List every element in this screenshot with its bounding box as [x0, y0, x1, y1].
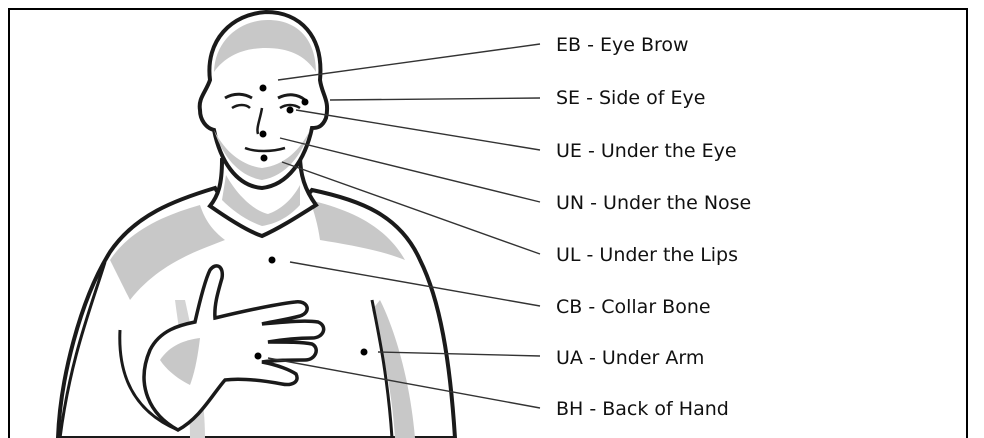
label-side-of-eye: SE - Side of Eye [556, 87, 705, 109]
label-under-arm: UA - Under Arm [556, 347, 704, 369]
label-under-the-eye: UE - Under the Eye [556, 140, 737, 162]
label-eye-brow: EB - Eye Brow [556, 34, 689, 56]
label-under-the-nose: UN - Under the Nose [556, 192, 751, 214]
label-collar-bone: CB - Collar Bone [556, 296, 711, 318]
head [200, 12, 327, 188]
point-ul [261, 155, 268, 162]
point-eb [260, 85, 267, 92]
leader-line-se [330, 98, 540, 100]
point-se [302, 99, 309, 106]
point-bh [255, 353, 262, 360]
point-ua [361, 349, 368, 356]
point-un [260, 131, 267, 138]
point-cb [269, 257, 276, 264]
point-ue [287, 107, 294, 114]
leader-line-ue [296, 110, 540, 150]
label-back-of-hand: BH - Back of Hand [556, 398, 729, 420]
label-under-the-lips: UL - Under the Lips [556, 244, 738, 266]
